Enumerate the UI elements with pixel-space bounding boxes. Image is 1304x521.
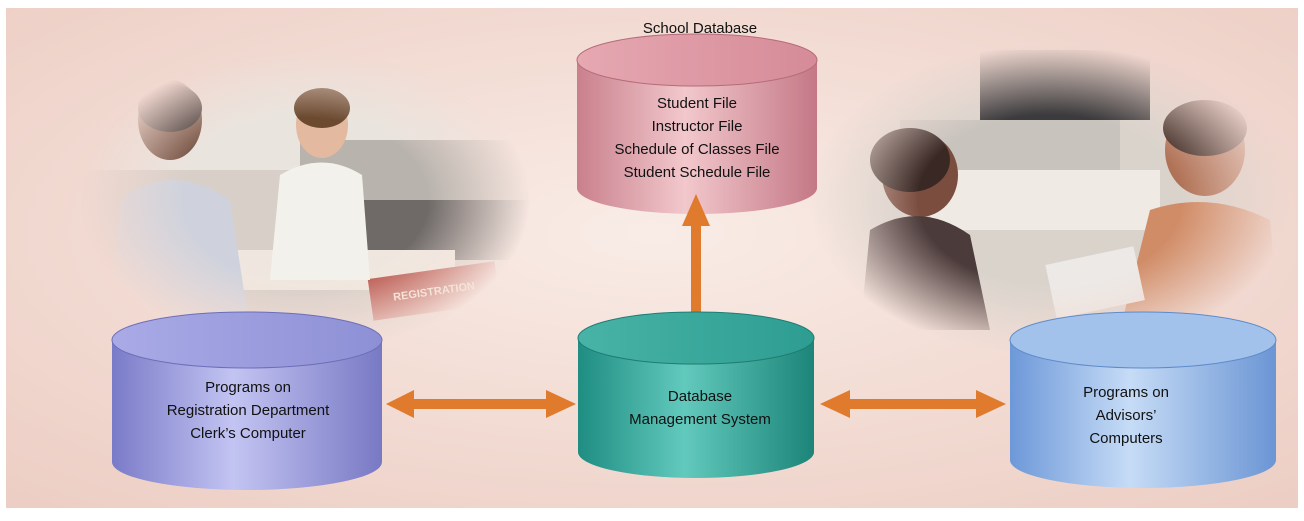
advisors-programs-cylinder (1009, 311, 1277, 488)
advisors-label-line3: Computers (1089, 430, 1162, 447)
advisors-label-line1: Programs on (1083, 384, 1169, 401)
registration-office-photo (80, 50, 530, 350)
arrow-dbms-to-school-database (682, 194, 710, 332)
dbms-label-line2: Management System (629, 411, 771, 428)
registration-label-line3: Clerk’s Computer (190, 425, 306, 442)
registration-programs-cylinder (111, 311, 383, 490)
student-schedule-file-label: Student Schedule File (624, 164, 771, 181)
school-database-cylinder (576, 33, 818, 214)
registration-label-line2: Registration Department (167, 402, 330, 419)
arrow-dbms-advisors (820, 390, 1006, 418)
diagram-title: School Database (643, 20, 757, 37)
advisors-office-photo (810, 45, 1290, 355)
dbms-label-line1: Database (668, 388, 732, 405)
instructor-file-label: Instructor File (652, 118, 743, 135)
registration-sign (367, 261, 501, 321)
schedule-of-classes-file-label: Schedule of Classes File (614, 141, 779, 158)
registration-label-line1: Programs on (205, 379, 291, 396)
advisors-label-line2: Advisors’ (1096, 407, 1157, 424)
dbms-cylinder (577, 311, 815, 478)
arrow-registration-dbms (386, 390, 576, 418)
student-file-label: Student File (657, 95, 737, 112)
